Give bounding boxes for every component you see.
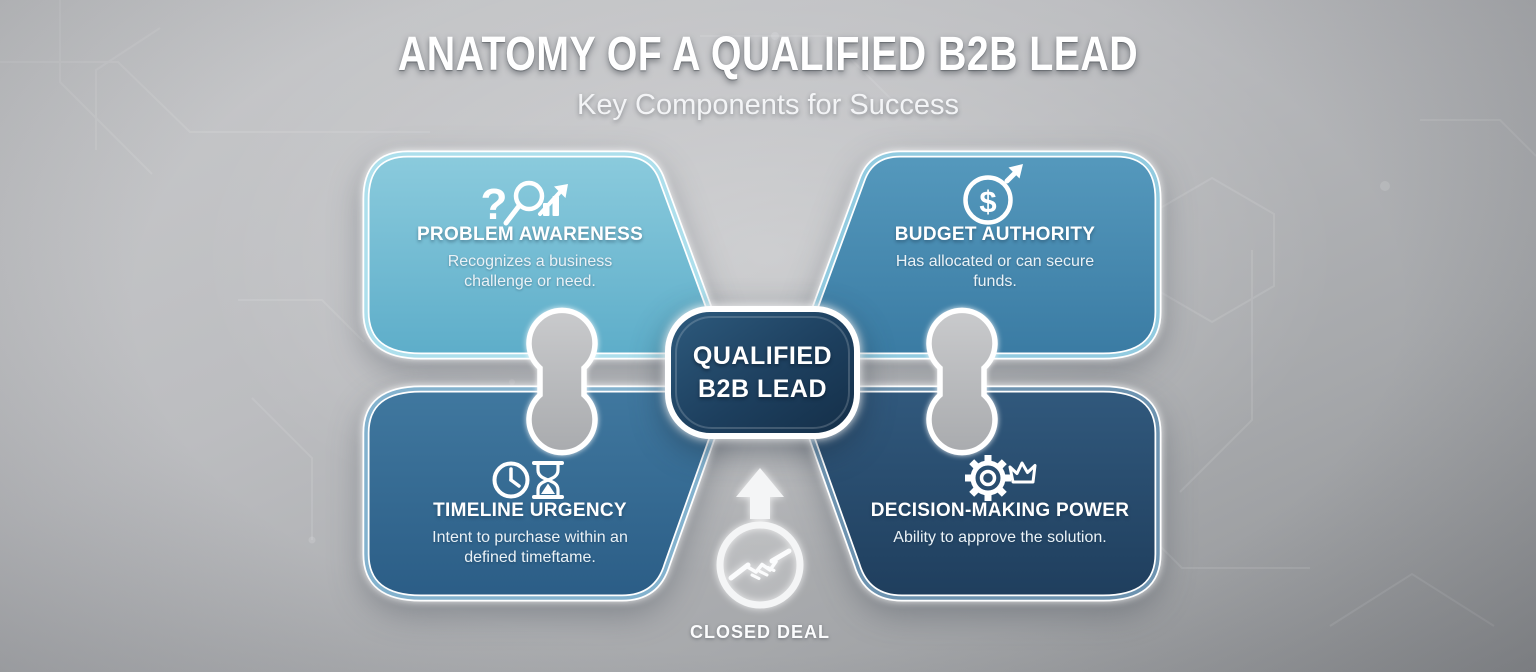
puzzle-piece-timeline-urgency — [362, 385, 727, 602]
question-glyph: ? — [481, 180, 508, 229]
handshake-icon — [728, 548, 792, 581]
page-title: ANATOMY OF A QUALIFIED B2B LEAD — [397, 28, 1139, 81]
up-arrow-icon — [736, 468, 784, 519]
question-magnifier-growth-icon: ? — [481, 180, 568, 229]
puzzle-piece-problem-awareness: ? — [362, 150, 722, 360]
puzzle-piece-budget-authority: $ — [802, 150, 1162, 360]
puzzle-connector-left — [526, 307, 598, 456]
clock-hourglass-icon — [492, 461, 564, 499]
center-badge — [665, 306, 860, 439]
closed-deal-group — [716, 468, 804, 609]
puzzle-connector-right — [926, 307, 998, 456]
gear-crown-icon — [965, 455, 1037, 501]
header: ANATOMY OF A QUALIFIED B2B LEAD Key Comp… — [0, 27, 1536, 122]
page-subtitle: Key Components for Success — [576, 89, 959, 121]
dollar-circle-arrow-icon: $ — [963, 164, 1023, 225]
dollar-glyph: $ — [979, 184, 996, 219]
